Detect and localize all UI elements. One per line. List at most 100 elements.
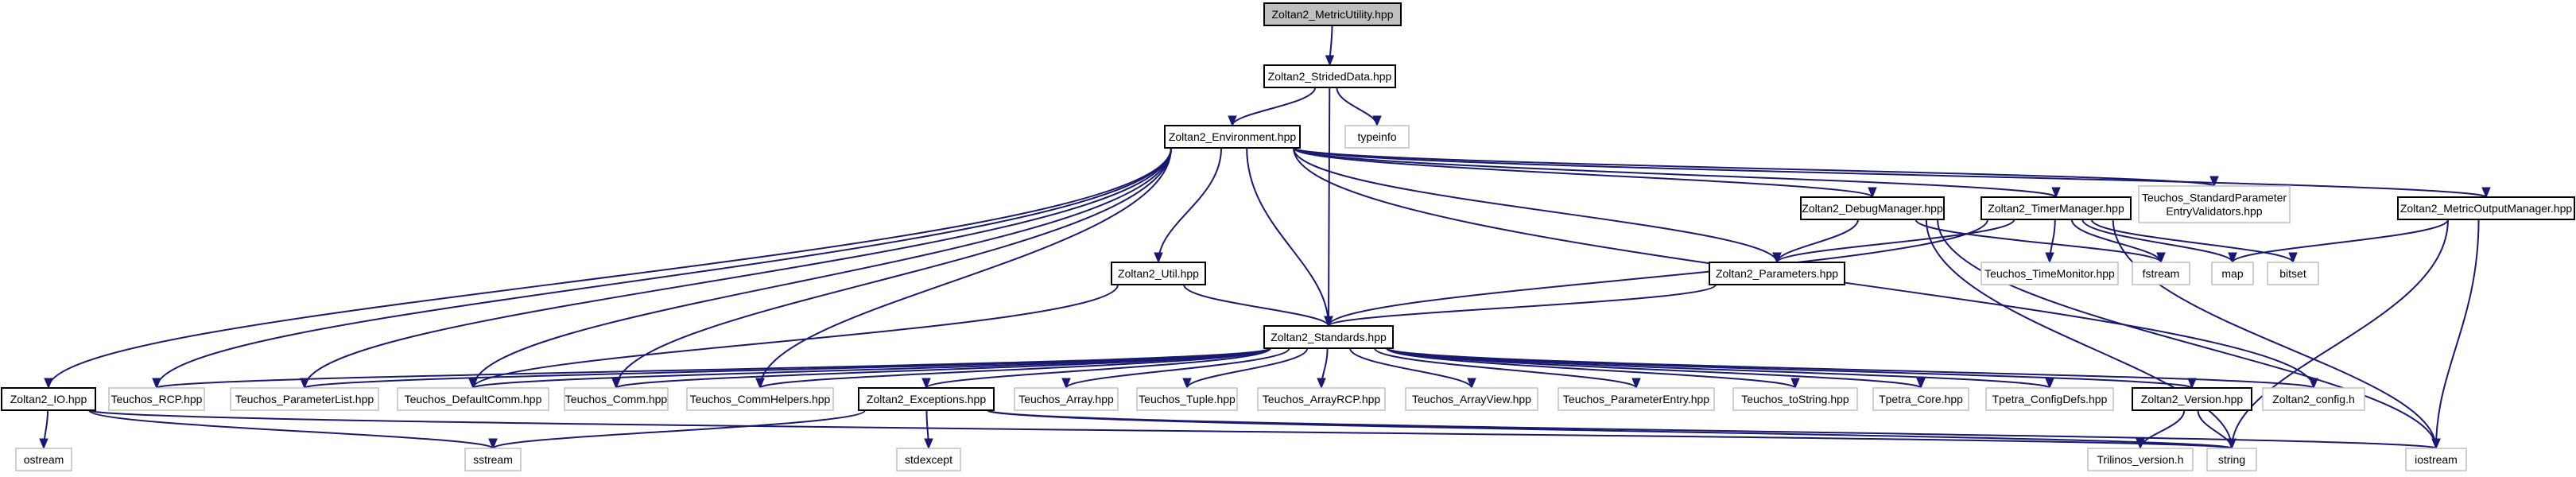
node-iostream: iostream [2405, 448, 2467, 471]
arrowhead [1467, 378, 1476, 390]
node-trilinos_version: Trilinos_version.h [2087, 448, 2194, 471]
node-label: Teuchos_RCP.hpp [111, 393, 203, 405]
arrowhead [1228, 115, 1237, 127]
node-config_h: Zoltan2_config.h [2262, 387, 2365, 411]
edge-debug_manager-to-iostream [1937, 219, 2441, 450]
edge-environment-to-std_param_validators [1293, 147, 2219, 188]
arrowhead [1317, 378, 1326, 390]
node-array: Teuchos_Array.hpp [1014, 387, 1119, 411]
node-map: map [2211, 262, 2254, 285]
node-label: Trilinos_version.h [2097, 453, 2183, 466]
node-strided_data[interactable]: Zoltan2_StridedData.hpp [1263, 64, 1396, 88]
edge-environment-to-comm [611, 147, 1172, 390]
node-sstream: sstream [464, 448, 522, 471]
arrowhead [152, 378, 161, 390]
node-label: ostream [24, 453, 64, 466]
arrowhead [924, 438, 933, 450]
node-metric_utility[interactable]: Zoltan2_MetricUtility.hpp [1263, 2, 1402, 26]
node-label: fstream [2143, 267, 2180, 280]
node-tuple: Teuchos_Tuple.hpp [1136, 387, 1238, 411]
edge-metric_output_mgr-to-map [2228, 219, 2450, 264]
arrowhead [611, 378, 621, 390]
node-array_rcp: Teuchos_ArrayRCP.hpp [1257, 387, 1386, 411]
arrowhead [1182, 378, 1192, 390]
edge-standards-to-param_entry [1374, 347, 1641, 390]
arrowhead [1772, 252, 1782, 264]
node-label: sstream [473, 453, 513, 466]
edge-version-to-string [2197, 409, 2237, 450]
node-parameters[interactable]: Zoltan2_Parameters.hpp [1709, 262, 1845, 285]
node-bitset: bitset [2267, 262, 2319, 285]
edge-environment-to-debug_manager [1293, 147, 1877, 199]
edge-standards-to-param_list [300, 347, 1271, 390]
node-label: Zoltan2_Version.hpp [2141, 393, 2244, 405]
node-tpetra_core: Tpetra_Core.hpp [1872, 387, 1969, 411]
edge-version-to-trilinos_version [2136, 409, 2186, 450]
node-label: Teuchos_toString.hpp [1741, 393, 1849, 405]
node-label: Teuchos_StandardParameter [2142, 192, 2287, 204]
node-label: typeinfo [1357, 130, 1396, 143]
node-param_list: Teuchos_ParameterList.hpp [230, 387, 379, 411]
node-label: Tpetra_ConfigDefs.hpp [1992, 393, 2108, 405]
node-label: Zoltan2_TimerManager.hpp [1988, 202, 2124, 215]
edge-environment-to-rcp [152, 147, 1172, 390]
arrowhead [44, 378, 53, 390]
node-label: Teuchos_ArrayRCP.hpp [1263, 393, 1381, 405]
edge-timer_manager-to-time_monitor [2045, 219, 2056, 264]
edge-exceptions-to-stdexcept [924, 409, 933, 450]
arrowhead [1061, 378, 1071, 390]
node-label: map [2221, 267, 2243, 280]
edge-environment-to-default_comm [468, 147, 1172, 390]
node-rcp: Teuchos_RCP.hpp [108, 387, 205, 411]
edge-strided_data-to-standards [1324, 87, 1333, 328]
arrowhead [2288, 252, 2298, 264]
node-ostream: ostream [15, 448, 72, 471]
node-label: string [2218, 453, 2245, 466]
edge-io-to-ostream [39, 409, 49, 450]
node-label: Teuchos_Comm.hpp [565, 393, 668, 405]
edge-environment-to-comm_helpers [755, 147, 1172, 390]
node-environment[interactable]: Zoltan2_Environment.hpp [1164, 125, 1301, 149]
edge-util-to-standards [1183, 284, 1333, 328]
arrowhead [1916, 378, 1926, 390]
node-label: Zoltan2_Standards.hpp [1271, 331, 1387, 343]
edge-strided_data-to-typeinfo [1336, 87, 1382, 127]
arrowhead [2209, 176, 2219, 188]
edge-exceptions-to-sstream [488, 409, 866, 450]
edge-metric_utility-to-strided_data [1325, 25, 1335, 67]
edge-environment-to-standards [1246, 147, 1333, 328]
node-label: Teuchos_CommHelpers.hpp [690, 393, 831, 405]
node-util[interactable]: Zoltan2_Util.hpp [1111, 262, 1206, 285]
node-stdexcept: stdexcept [896, 448, 961, 471]
node-standards[interactable]: Zoltan2_Standards.hpp [1263, 325, 1394, 349]
node-to_string: Teuchos_toString.hpp [1732, 387, 1858, 411]
edge-timer_manager-to-bitset [2090, 219, 2298, 264]
node-label: Zoltan2_MetricOutputManager.hpp [2400, 202, 2573, 215]
edge-standards-to-array_rcp [1317, 347, 1329, 390]
node-array_view: Teuchos_ArrayView.hpp [1405, 387, 1538, 411]
node-label: Teuchos_Tuple.hpp [1139, 393, 1236, 405]
node-io[interactable]: Zoltan2_IO.hpp [1, 387, 96, 411]
arrowhead [2187, 378, 2197, 390]
node-label: Teuchos_TimeMonitor.hpp [1984, 267, 2115, 280]
edge-timer_manager-to-parameters [1772, 219, 2015, 264]
edge-standards-to-comm [611, 347, 1271, 390]
node-timer_manager[interactable]: Zoltan2_TimerManager.hpp [1980, 196, 2132, 220]
node-label: Zoltan2_MetricUtility.hpp [1271, 8, 1393, 21]
node-fstream: fstream [2132, 262, 2190, 285]
node-label: stdexcept [905, 453, 952, 466]
edge-parameters-to-standards [1324, 284, 1717, 328]
edge-standards-to-array_view [1349, 347, 1476, 390]
node-debug_manager[interactable]: Zoltan2_DebugManager.hpp [1800, 196, 1945, 220]
arrowhead [2228, 252, 2237, 264]
node-metric_output_mgr[interactable]: Zoltan2_MetricOutputManager.hpp [2397, 196, 2575, 220]
node-label: Teuchos_ParameterEntry.hpp [1563, 393, 1709, 405]
node-label: iostream [2415, 453, 2458, 466]
node-label: bitset [2279, 267, 2306, 280]
node-time_monitor: Teuchos_TimeMonitor.hpp [1980, 262, 2119, 285]
node-label: Teuchos_DefaultComm.hpp [405, 393, 542, 405]
edge-standards-to-default_comm [468, 347, 1271, 390]
node-version[interactable]: Zoltan2_Version.hpp [2132, 387, 2252, 411]
node-exceptions[interactable]: Zoltan2_Exceptions.hpp [858, 387, 995, 411]
